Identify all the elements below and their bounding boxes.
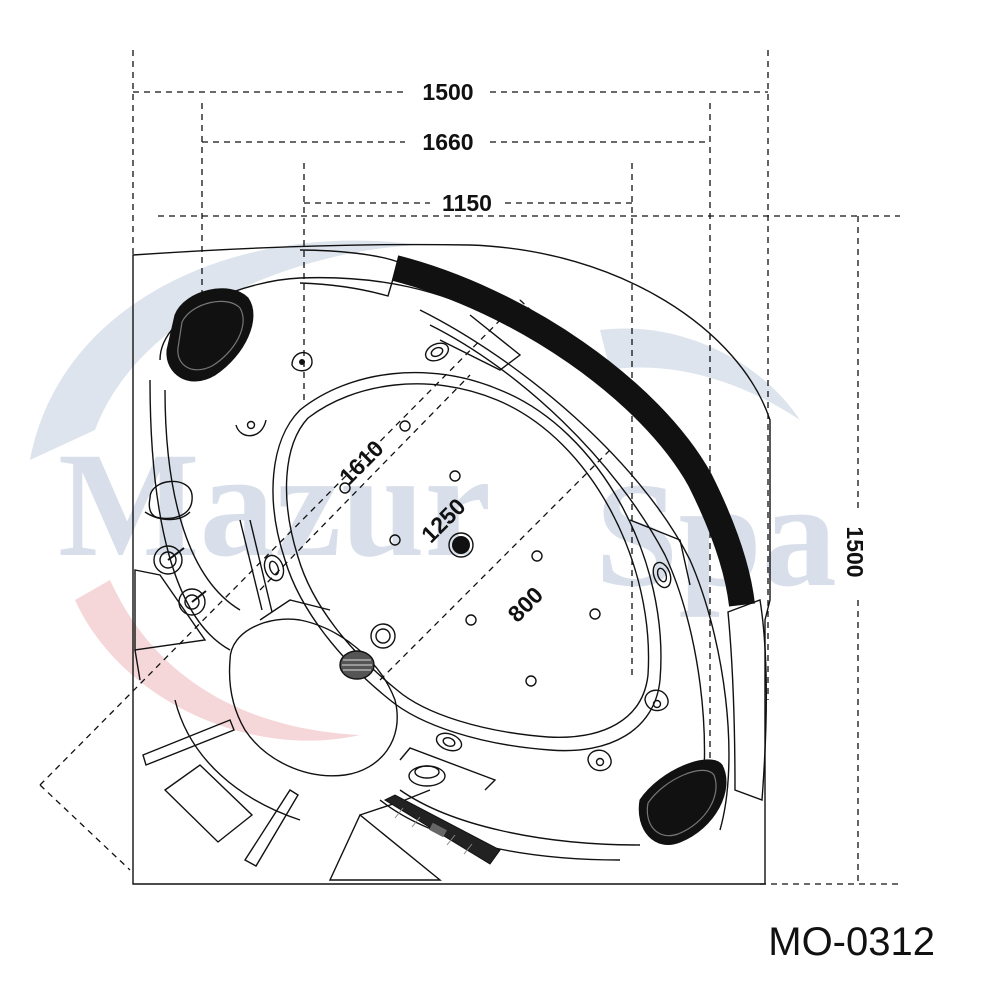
soap-dish-icon [144,480,193,521]
watermark-swoosh-right [600,328,800,420]
inner-basin [174,371,662,821]
hydro-jet-icon [424,342,450,362]
hydro-jet-icon [652,561,672,589]
dimension-width-1500: 1500 [133,79,768,105]
dimension-label-depth: 1500 [842,526,868,577]
air-jet-icon [589,608,601,620]
control-panel [383,747,501,865]
spout-icon [163,764,254,843]
grab-bar [299,249,767,801]
drain-icon [452,536,470,554]
back-jet-icon [291,351,313,372]
air-jet-icon [399,420,411,432]
back-jet-icon [587,749,612,772]
back-jet-icon [235,419,267,437]
air-jet-icon [339,482,351,494]
overflow-icon [399,747,497,791]
side-controls [134,480,442,881]
hydro-jet-icon [435,732,463,752]
air-jet-icon [449,470,461,482]
suction-grille-icon [339,650,375,680]
dimension-label-span: 1660 [422,129,473,155]
hydro-jet-icon [370,623,396,649]
watermark-text-left: Mazur [58,422,491,588]
back-jet-icon [644,689,669,712]
air-jet-icon [525,675,537,687]
watermark-swoosh-blue [30,240,420,460]
dimension-inner-1150: 1150 [304,190,632,216]
dimension-span-1660: 1660 [202,129,710,155]
model-code: MO-0312 [768,920,935,964]
air-jet-icon [531,550,543,562]
tub-outline [132,243,771,885]
dimension-extension-lines [132,50,900,885]
jets [235,342,672,772]
air-jet-icon [389,534,401,546]
hydro-jet-icon [263,554,285,582]
dimension-depth-1500: 1500 [842,216,868,884]
dimension-label-inner: 1150 [442,190,492,216]
watermark-swoosh-red [75,580,360,741]
air-jet-icon [465,614,477,626]
dimension-label-diagonal-short: 800 [503,582,549,628]
headrest-bottom-right [638,759,727,845]
headrest-top-left [166,288,254,382]
dimension-label-width: 1500 [422,79,473,105]
faucet-knob-icon [153,545,185,575]
